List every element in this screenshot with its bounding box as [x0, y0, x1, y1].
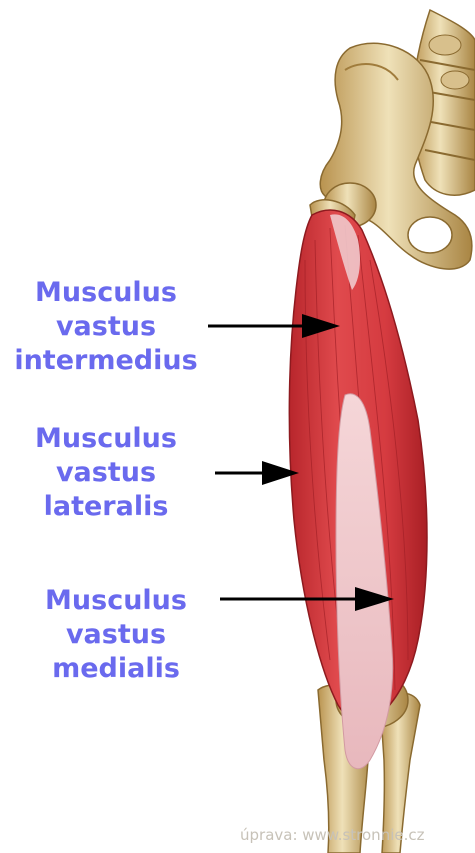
label-vastus-medialis: Musculus vastus medialis — [10, 584, 222, 686]
label-line: lateralis — [0, 490, 212, 524]
label-line: Musculus — [0, 422, 212, 456]
label-vastus-intermedius: Musculus vastus intermedius — [0, 276, 212, 378]
label-line: vastus — [0, 310, 212, 344]
label-line: vastus — [0, 456, 212, 490]
label-line: Musculus — [10, 584, 222, 618]
label-vastus-lateralis: Musculus vastus lateralis — [0, 422, 212, 524]
label-line: vastus — [10, 618, 222, 652]
credit-watermark: úprava: www.stronnie.cz — [240, 826, 424, 844]
arrow-lateralis — [215, 461, 299, 485]
label-line: Musculus — [0, 276, 212, 310]
label-line: medialis — [10, 652, 222, 686]
label-line: intermedius — [0, 344, 212, 378]
